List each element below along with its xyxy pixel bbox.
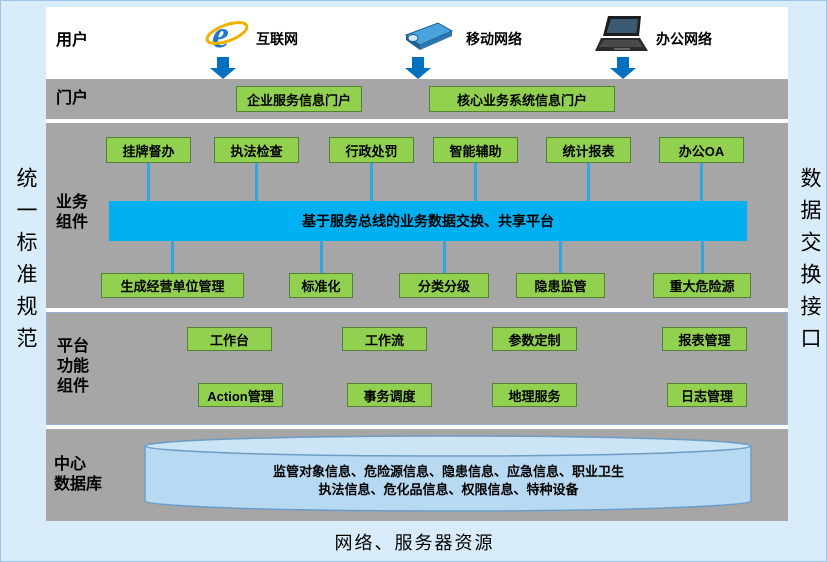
business-top-box-3: 智能辅助 — [433, 137, 518, 163]
platform-box-workbench: 工作台 — [187, 327, 272, 351]
service-bus-bar: 基于服务总线的业务数据交换、共享平台 — [109, 201, 747, 241]
platform-box-parameters: 参数定制 — [492, 327, 577, 351]
platform-label-line1: 平台 — [57, 338, 90, 355]
office-network-label: 办公网络 — [656, 31, 712, 47]
connector-line — [171, 241, 174, 273]
portal-row-label: 门户 — [56, 90, 89, 107]
database-label-line1: 中心 — [54, 456, 87, 473]
business-top-box-4: 统计报表 — [546, 137, 631, 163]
business-label-line1: 业务 — [56, 194, 89, 211]
platform-box-action: Action管理 — [198, 383, 283, 407]
platform-label-line3: 组件 — [57, 378, 90, 395]
business-row-label: 业务 组件 — [56, 193, 88, 233]
business-bottom-box-0: 生成经营单位管理 — [101, 273, 244, 298]
connector-line — [701, 241, 704, 273]
business-top-box-2: 行政处罚 — [329, 137, 414, 163]
business-top-box-5: 办公OA — [659, 137, 744, 163]
portal-row: 门户 企业服务信息门户 核心业务系统信息门户 — [46, 79, 788, 119]
down-arrow — [610, 57, 636, 79]
bottom-caption: 网络、服务器资源 — [334, 533, 495, 553]
business-top-box-1: 执法检查 — [214, 137, 299, 163]
users-row-label: 用户 — [56, 32, 89, 49]
platform-box-workflow: 工作流 — [342, 327, 427, 351]
business-bottom-box-3: 隐患监管 — [516, 273, 605, 298]
business-label-line2: 组件 — [56, 214, 89, 231]
platform-row: 平台 功能 组件 工作台 工作流 参数定制 报表管理 Action管理 事务调度… — [46, 312, 788, 425]
database-label-line2: 数据库 — [54, 476, 103, 493]
business-bottom-box-1: 标准化 — [289, 273, 353, 298]
connector-line — [474, 163, 477, 201]
platform-box-reports: 报表管理 — [662, 327, 747, 351]
laptop-icon — [594, 15, 650, 62]
projector-icon — [398, 19, 456, 60]
down-arrow — [210, 57, 236, 79]
right-vertical-label: 数据交换接口 — [798, 167, 821, 359]
diagram-panel: 用户 e 互联网 移动网络 — [46, 7, 788, 521]
ie-browser-icon: e — [204, 13, 250, 62]
connector-line — [255, 163, 258, 201]
database-content: 监管对象信息、危险源信息、隐患信息、应急信息、职业卫生 执法信息、危化品信息、权… — [144, 463, 753, 499]
platform-label-line2: 功能 — [57, 358, 90, 375]
connector-line — [147, 163, 150, 201]
left-vertical-label: 统一标准规范 — [14, 167, 37, 359]
connector-line — [587, 163, 590, 201]
platform-box-gis: 地理服务 — [492, 383, 577, 407]
internet-label: 互联网 — [256, 31, 298, 47]
database-content-line2: 执法信息、危化品信息、权限信息、特种设备 — [318, 482, 579, 497]
connector-line — [559, 241, 562, 273]
connector-line — [443, 241, 446, 273]
platform-box-logs: 日志管理 — [667, 383, 747, 407]
database-content-line1: 监管对象信息、危险源信息、隐患信息、应急信息、职业卫生 — [272, 464, 624, 479]
database-row: 中心 数据库 监管对象信息、危险源信息、隐患信息、应急信息、职业卫生 执法信息、… — [46, 429, 788, 521]
business-row: 业务 组件 挂牌督办 执法检查 行政处罚 智能辅助 统计报表 办公OA 基于服务… — [46, 123, 788, 308]
portal-button-enterprise: 企业服务信息门户 — [236, 86, 362, 112]
business-top-box-0: 挂牌督办 — [106, 137, 191, 163]
connector-line — [320, 241, 323, 273]
mobile-network-label: 移动网络 — [466, 31, 522, 47]
business-bottom-box-4: 重大危险源 — [653, 273, 751, 298]
connector-line — [370, 163, 373, 201]
business-bottom-box-2: 分类分级 — [399, 273, 489, 298]
down-arrow — [405, 57, 431, 79]
platform-box-scheduler: 事务调度 — [347, 383, 432, 407]
connector-line — [700, 163, 703, 201]
svg-text:e: e — [212, 14, 229, 56]
portal-button-core: 核心业务系统信息门户 — [429, 86, 615, 112]
database-cylinder: 监管对象信息、危险源信息、隐患信息、应急信息、职业卫生 执法信息、危化品信息、权… — [144, 435, 753, 513]
database-row-label: 中心 数据库 — [54, 455, 102, 495]
platform-row-label: 平台 功能 组件 — [57, 337, 89, 397]
